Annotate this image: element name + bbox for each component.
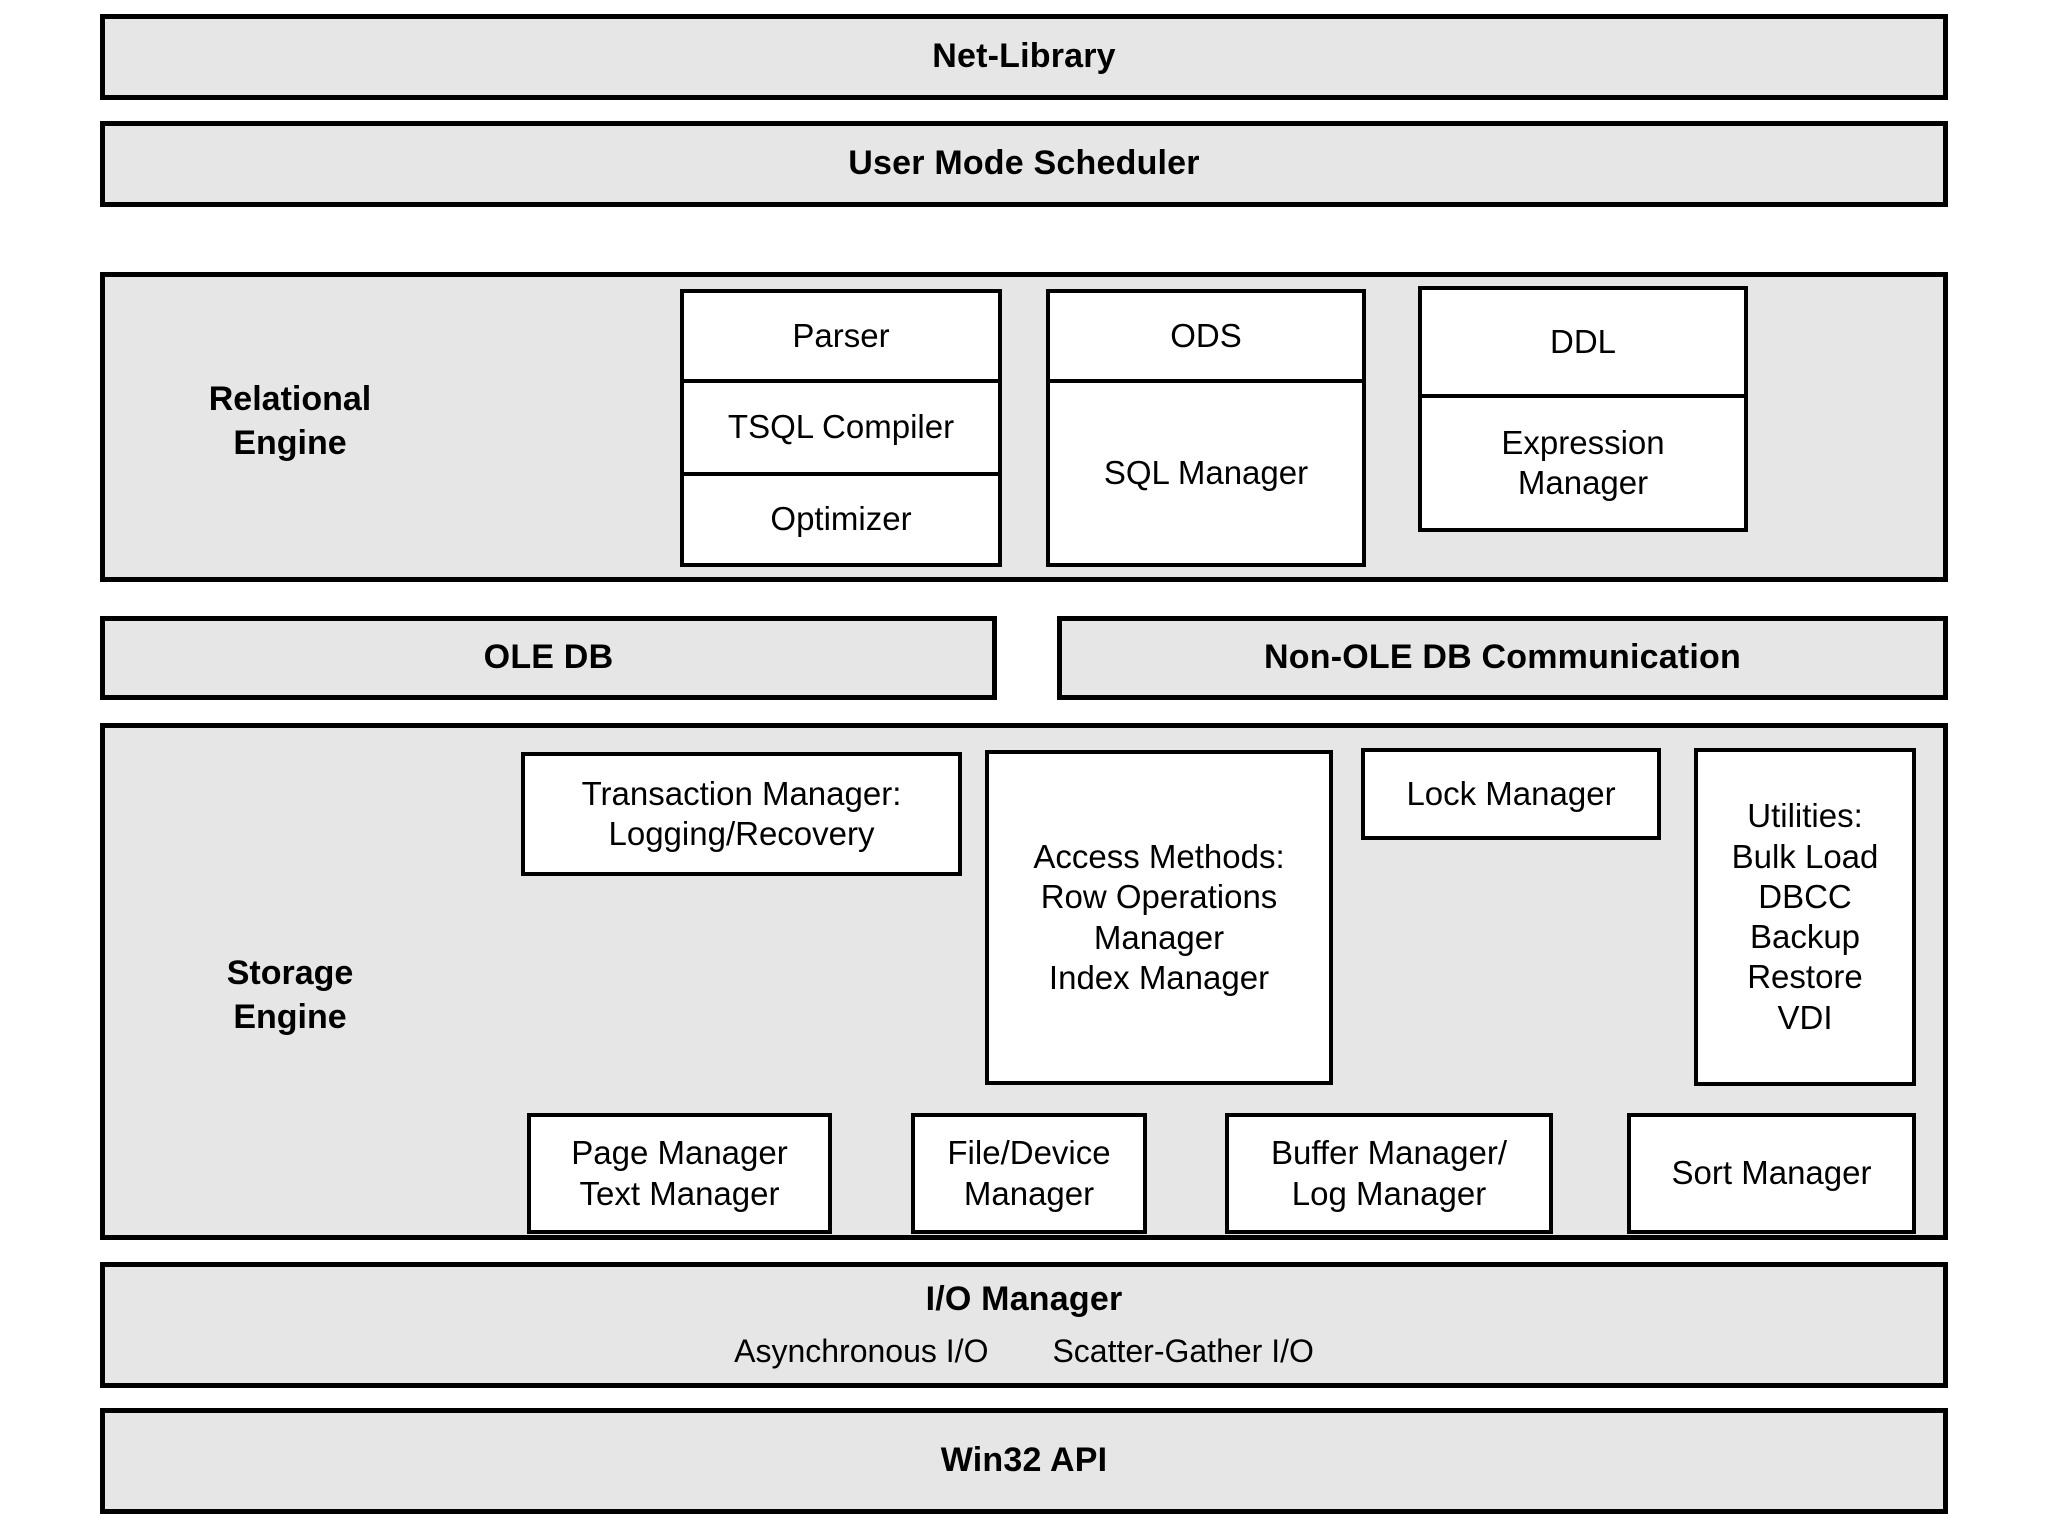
unit-buffer-manager[interactable]: Buffer Manager/ Log Manager [1225,1113,1553,1234]
unit-access-methods[interactable]: Access Methods: Row Operations Manager I… [985,750,1333,1085]
band-user-mode-scheduler-label: User Mode Scheduler [848,144,1200,183]
unit-access-methods-label-1: Access Methods: [1033,838,1285,875]
unit-page-manager-label-2: Text Manager [579,1174,780,1212]
band-io-manager-sublabels: Asynchronous I/O Scatter-Gather I/O [734,1333,1314,1370]
band-net-library-label: Net-Library [932,37,1116,76]
unit-transaction-manager-label-2: Logging/Recovery [608,815,875,852]
unit-expression-manager-label-1: Expression [1501,423,1665,461]
unit-access-methods-label-2: Row Operations [1040,878,1278,916]
band-non-ole-db-communication: Non-OLE DB Communication [1057,616,1948,700]
io-manager-async-io: Asynchronous I/O [734,1333,989,1370]
stack-ods-group: ODS SQL Manager [1046,289,1366,567]
unit-page-manager-label-1: Page Manager [571,1134,788,1172]
unit-sql-manager[interactable]: SQL Manager [1046,381,1366,567]
unit-tsql-compiler-label: TSQL Compiler [727,408,955,446]
band-relational-engine-label: Relational Engine [208,380,372,462]
band-ole-db-label: OLE DB [483,638,614,677]
unit-utilities-label-2: Bulk Load [1731,837,1879,875]
unit-lock-manager[interactable]: Lock Manager [1361,748,1661,840]
unit-access-methods-label-3: Manager [1093,918,1225,956]
unit-optimizer[interactable]: Optimizer [680,474,1002,567]
unit-parser-label: Parser [792,316,890,354]
unit-transaction-manager-label-1: Transaction Manager: [581,774,902,812]
unit-buffer-manager-label-1: Buffer Manager/ [1270,1134,1508,1172]
unit-file-device-manager-label-1: File/Device [947,1134,1111,1172]
band-ole-db: OLE DB [100,616,997,700]
unit-lock-manager-label: Lock Manager [1406,774,1616,812]
unit-utilities-label-6: VDI [1777,998,1833,1036]
band-net-library: Net-Library [100,14,1948,100]
unit-sort-manager-label: Sort Manager [1671,1154,1872,1192]
unit-ods-label: ODS [1170,316,1242,354]
unit-ods[interactable]: ODS [1046,289,1366,381]
unit-expression-manager-label-2: Manager [1517,464,1649,501]
band-io-manager: I/O Manager Asynchronous I/O Scatter-Gat… [100,1262,1948,1388]
band-win32-api-label: Win32 API [940,1441,1108,1480]
unit-sort-manager[interactable]: Sort Manager [1627,1113,1916,1234]
unit-sql-manager-label: SQL Manager [1103,453,1309,491]
unit-access-methods-label-4: Index Manager [1048,958,1270,996]
band-io-manager-label: I/O Manager [925,1280,1123,1319]
unit-ddl[interactable]: DDL [1418,286,1748,396]
unit-utilities-label-4: Backup [1749,918,1861,955]
band-non-ole-db-communication-label: Non-OLE DB Communication [1264,638,1741,677]
unit-page-manager[interactable]: Page Manager Text Manager [527,1113,832,1234]
io-manager-scatter-gather-io: Scatter-Gather I/O [1052,1333,1314,1370]
stack-parser-group: Parser TSQL Compiler Optimizer [680,289,1002,567]
band-win32-api: Win32 API [100,1408,1948,1514]
unit-parser[interactable]: Parser [680,289,1002,381]
unit-transaction-manager[interactable]: Transaction Manager: Logging/Recovery [521,752,962,876]
unit-file-device-manager[interactable]: File/Device Manager [911,1113,1147,1234]
band-user-mode-scheduler: User Mode Scheduler [100,121,1948,207]
band-storage-engine-label: Storage Engine [226,954,354,1036]
unit-utilities[interactable]: Utilities: Bulk Load DBCC Backup Restore… [1694,748,1916,1086]
unit-buffer-manager-label-2: Log Manager [1291,1174,1487,1212]
unit-utilities-label-1: Utilities: [1747,797,1863,835]
unit-utilities-label-3: DBCC [1758,877,1852,915]
unit-tsql-compiler[interactable]: TSQL Compiler [680,381,1002,474]
unit-expression-manager[interactable]: Expression Manager [1418,396,1748,532]
unit-utilities-label-5: Restore [1747,958,1863,996]
unit-file-device-manager-label-2: Manager [963,1174,1095,1212]
unit-optimizer-label: Optimizer [770,500,912,538]
stack-ddl-group: DDL Expression Manager [1418,286,1748,532]
unit-ddl-label: DDL [1549,322,1617,360]
